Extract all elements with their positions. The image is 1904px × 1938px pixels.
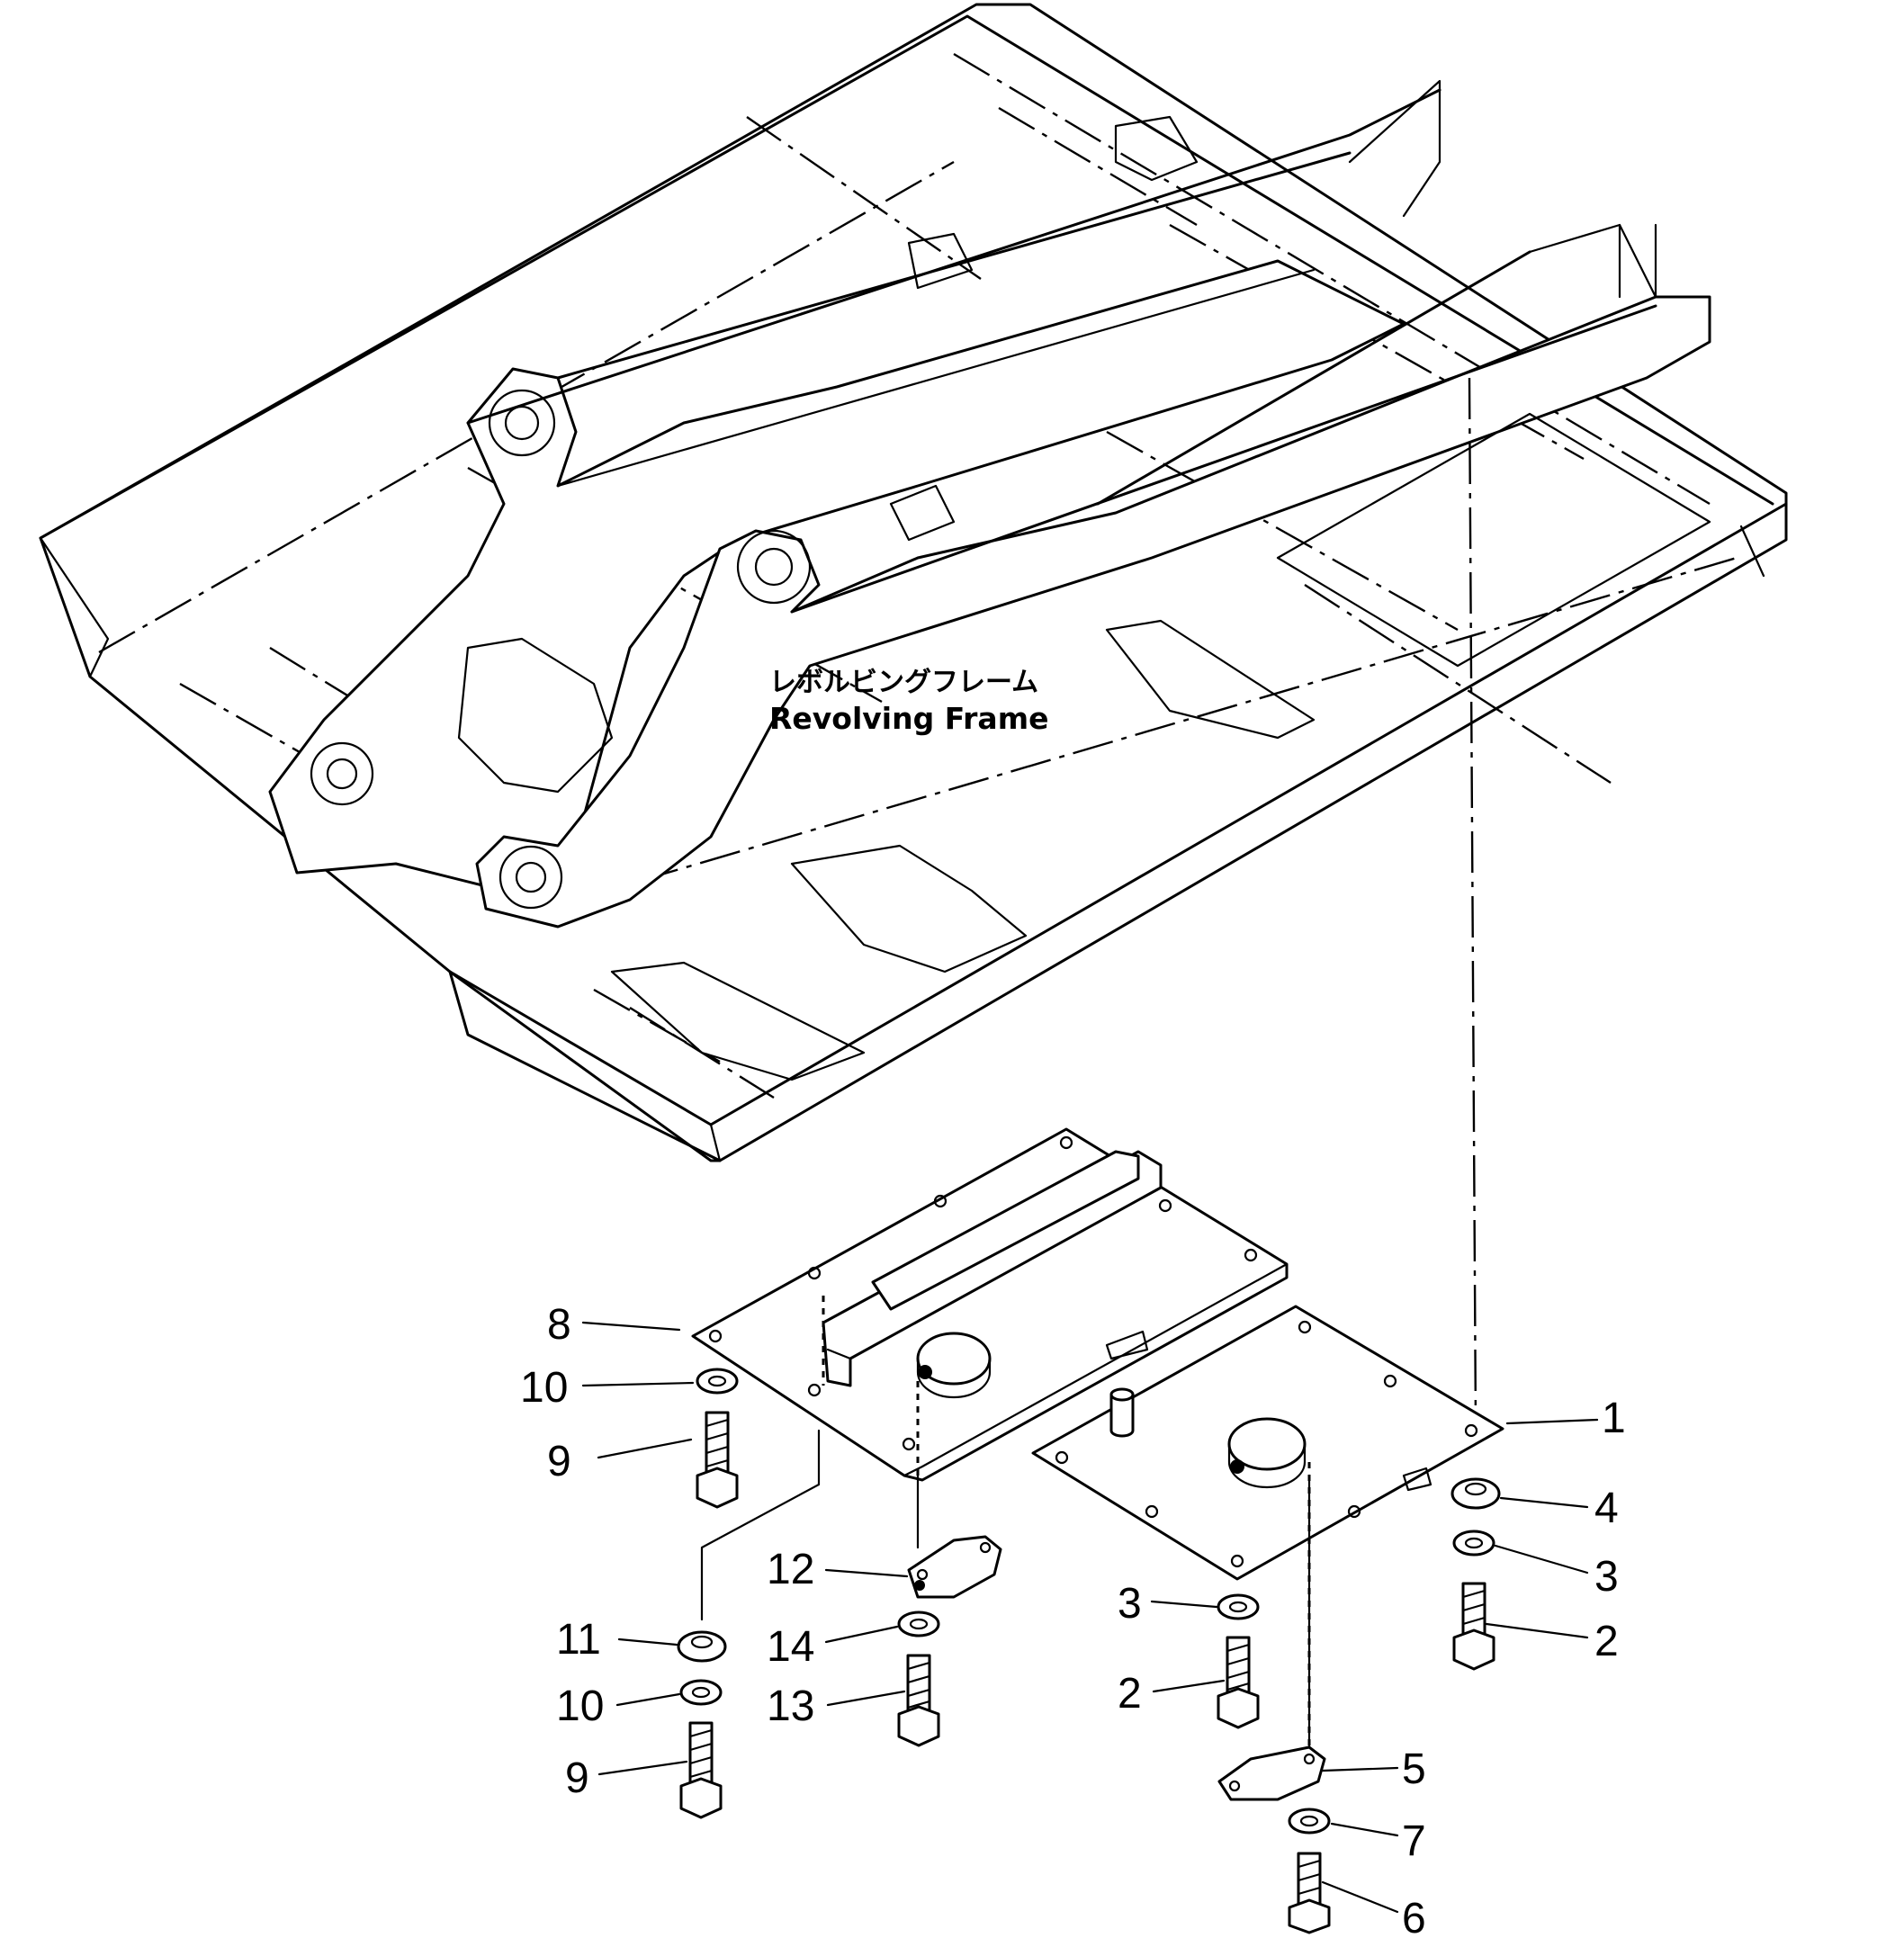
callouts: 1 2 2 3 3 4 5 6 7 8 9 9 10 10 11 12 13 1… — [520, 1301, 1626, 1938]
callout-13: 13 — [767, 1682, 814, 1730]
callout-9-lower: 9 — [565, 1754, 589, 1802]
callout-14: 14 — [767, 1623, 814, 1671]
callout-10-upper: 10 — [520, 1364, 568, 1412]
washer-3-right — [1452, 1530, 1495, 1557]
washer-10-upper — [696, 1368, 739, 1395]
frame-label-english: Revolving Frame — [769, 701, 1048, 736]
bolt-2-right — [1452, 1582, 1495, 1671]
callout-2-right: 2 — [1594, 1618, 1619, 1665]
cover-12 — [907, 1535, 1002, 1599]
callout-1: 1 — [1602, 1395, 1626, 1442]
cover-plate-8 — [691, 1127, 1289, 1482]
cover-plate-1 — [1031, 1305, 1504, 1581]
callout-7: 7 — [1402, 1817, 1426, 1865]
bolt-6 — [1288, 1852, 1331, 1934]
nut-4 — [1450, 1477, 1501, 1510]
callout-4: 4 — [1594, 1485, 1619, 1532]
callout-3-center: 3 — [1118, 1580, 1142, 1628]
bolt-2-center — [1217, 1636, 1260, 1729]
callout-5: 5 — [1402, 1745, 1426, 1793]
callout-6: 6 — [1402, 1895, 1426, 1938]
cover-5 — [1217, 1745, 1326, 1801]
bolt-9-lower — [679, 1721, 723, 1819]
bolt-9-upper — [696, 1411, 739, 1509]
callout-10-lower: 10 — [556, 1682, 604, 1730]
callout-11: 11 — [556, 1616, 601, 1664]
callout-8: 8 — [547, 1301, 571, 1349]
callout-12: 12 — [767, 1546, 814, 1593]
frame-label-japanese: レボルビングフレーム — [769, 667, 1038, 698]
washer-3-center — [1217, 1593, 1260, 1620]
nut-11 — [677, 1630, 727, 1663]
washer-7 — [1288, 1808, 1331, 1835]
revolving-frame — [39, 3, 1788, 1162]
callout-2-center: 2 — [1118, 1670, 1142, 1718]
washer-10-lower — [679, 1679, 723, 1706]
frame-label: レボルビングフレーム Revolving Frame — [769, 667, 1048, 736]
callout-3-right: 3 — [1594, 1553, 1619, 1601]
bolt-13 — [897, 1654, 940, 1747]
callout-9-upper: 9 — [547, 1438, 571, 1485]
washer-14 — [897, 1611, 940, 1637]
